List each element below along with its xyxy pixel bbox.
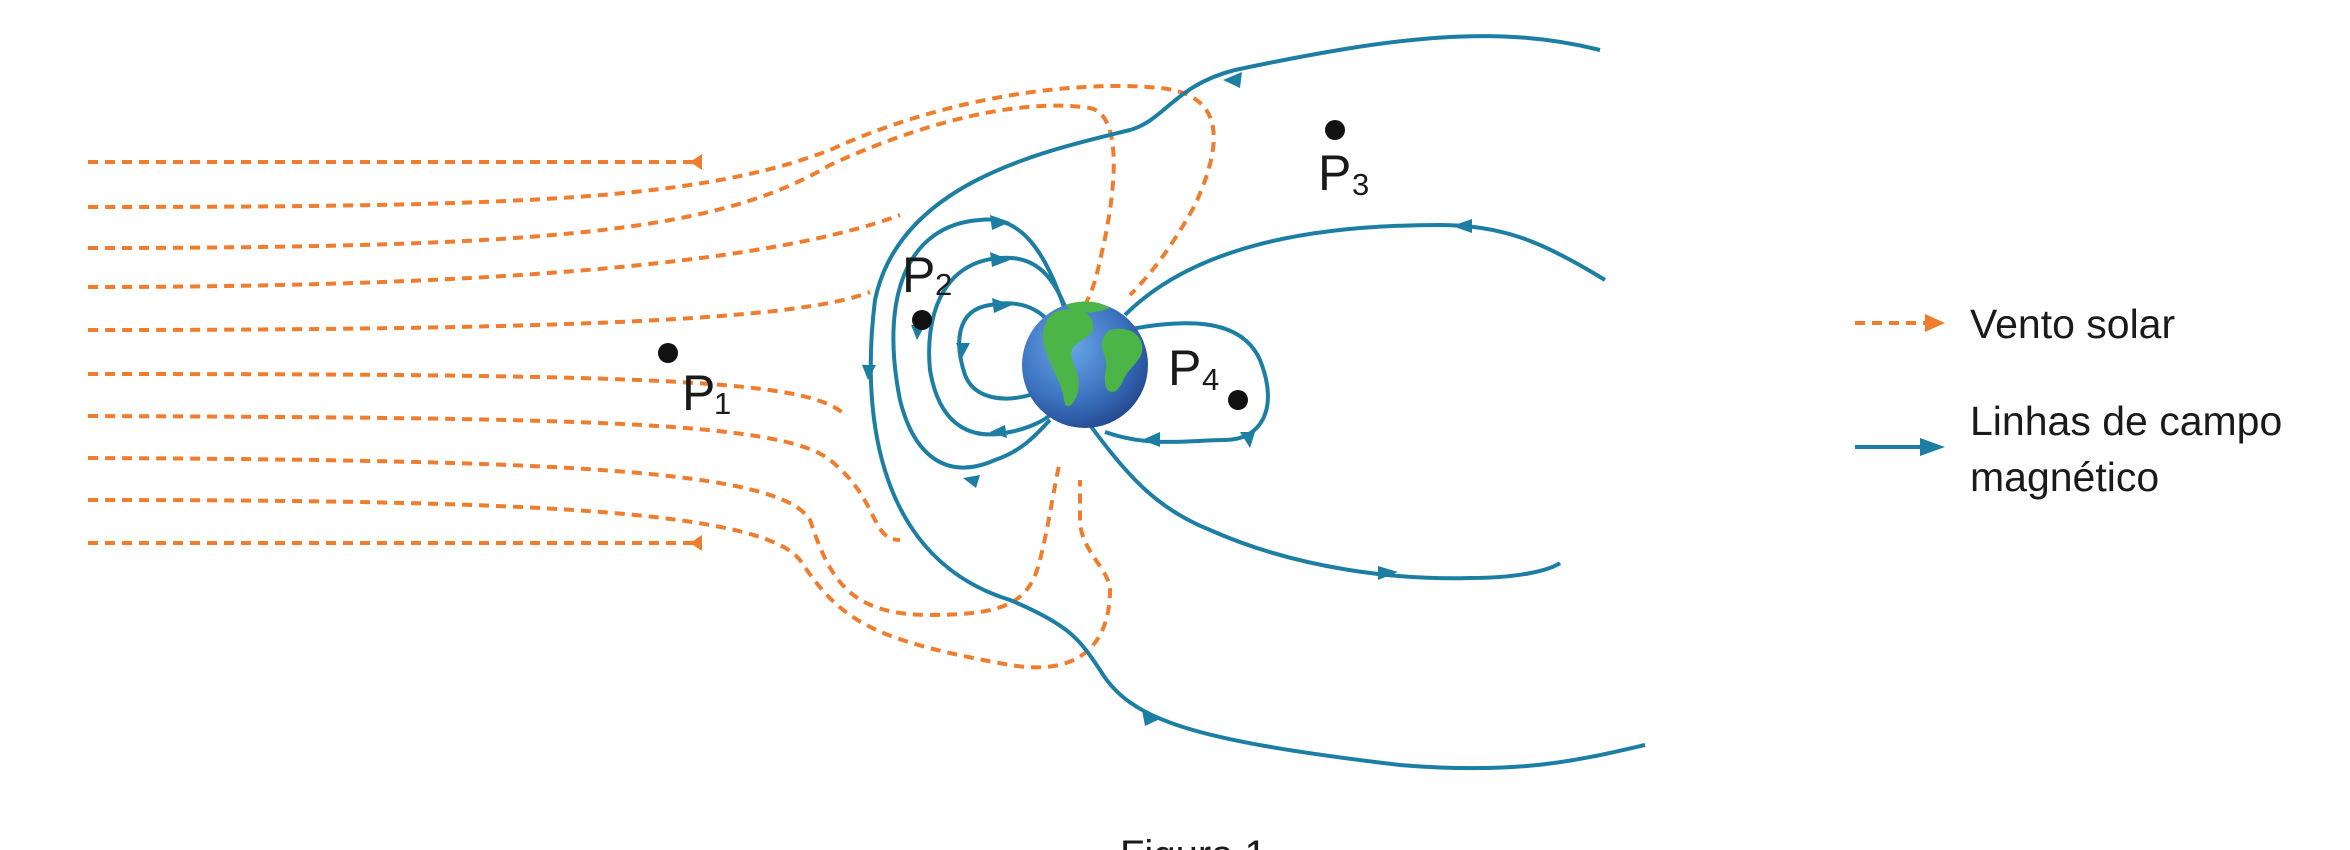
field-line-upper-loop — [891, 217, 1067, 470]
field-line-tail-loop — [1104, 321, 1270, 444]
point-p2-sub: 2 — [935, 267, 952, 302]
point-p2-letter: P — [902, 247, 935, 303]
field-line-right-upper — [1123, 222, 1607, 317]
solar-wind-line — [87, 372, 847, 417]
legend: Vento solar Linhas de campo magnético — [1855, 301, 2282, 500]
point-p1-letter: P — [682, 365, 715, 421]
point-p4: P 4 — [1168, 340, 1248, 410]
point-p3: P 3 — [1318, 120, 1369, 202]
earth-land-americas — [1042, 309, 1094, 407]
figure-caption: Figura 1 — [1120, 833, 1267, 850]
solar-wind-lines — [87, 83, 1216, 670]
solar-wind-line — [87, 290, 871, 332]
legend-field-label-line1: Linhas de campo — [1970, 398, 2282, 444]
solar-wind-arrowheads — [690, 154, 702, 551]
point-p3-sub: 3 — [1352, 167, 1369, 202]
earth-globe — [1022, 301, 1148, 428]
point-p3-letter: P — [1318, 145, 1351, 201]
point-p4-letter: P — [1168, 340, 1201, 396]
solar-wind-line — [87, 83, 1216, 297]
field-arrowheads — [862, 72, 1472, 726]
field-line-outer-top — [868, 34, 1646, 771]
legend-field-label-line2: magnético — [1970, 454, 2159, 500]
solar-wind-line — [87, 414, 901, 542]
solar-wind-line — [87, 480, 1113, 670]
point-p1-sub: 1 — [714, 386, 731, 421]
point-p1: P 1 — [658, 343, 731, 421]
solar-wind-line — [87, 103, 1116, 306]
field-line-right-lower — [1088, 423, 1562, 581]
magnetic-field-lines — [868, 34, 1646, 771]
solar-wind-line — [87, 213, 901, 289]
field-line-mid-loop — [927, 255, 1072, 437]
legend-solar-wind-label: Vento solar — [1970, 301, 2175, 347]
point-p4-sub: 4 — [1202, 362, 1219, 397]
earth-land-north — [1065, 301, 1110, 313]
earth-land-africa — [1101, 328, 1143, 392]
solar-wind-line — [87, 456, 1062, 618]
legend-solar-wind-arrowhead — [1925, 314, 1945, 332]
point-p2: P 2 — [902, 247, 952, 330]
legend-field-arrowhead — [1920, 438, 1945, 456]
